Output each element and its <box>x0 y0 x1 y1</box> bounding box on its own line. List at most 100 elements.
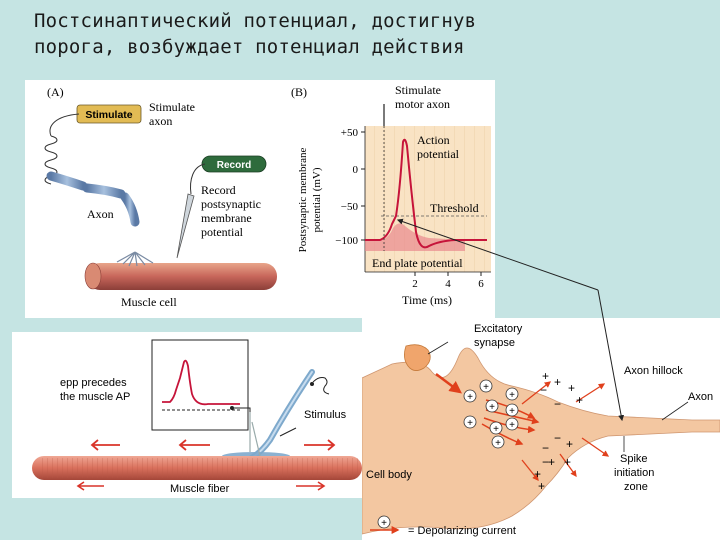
figure-muscle-fiber-panel: epp precedes the muscle AP Stimulus Musc… <box>12 332 362 498</box>
record-wire <box>190 163 206 195</box>
recording-electrode: Record Record postsynaptic membrane pote… <box>176 155 267 259</box>
epp-label-1: epp precedes <box>60 377 127 389</box>
xtick-label-0: 2 <box>412 278 418 290</box>
current-arrow-9 <box>559 453 577 478</box>
muscle-cell-body <box>87 263 277 290</box>
plus-sign-9: + <box>538 479 545 493</box>
minus-sign-1: − <box>540 383 547 397</box>
plus-sign-5: + <box>566 437 573 451</box>
minus-sign-4: − <box>542 441 549 455</box>
svg-text:+: + <box>489 402 495 413</box>
svg-text:+: + <box>495 438 501 449</box>
axon-segment-3 <box>120 192 140 227</box>
neuron-body <box>362 347 720 535</box>
record-link-dot <box>230 406 234 410</box>
record-link <box>232 407 251 412</box>
current-arrow-1 <box>435 373 462 394</box>
recording-plot: +50 0 −50 −100 2 4 6 Time (ms) Postsynap… <box>297 126 491 307</box>
charge-circle-7: + <box>489 421 503 435</box>
charge-circle-6: + <box>463 415 477 429</box>
y-axis-label-1: Postsynaptic membrane <box>297 147 309 252</box>
threshold-label: Threshold <box>430 201 479 215</box>
cell-body-label: Cell body <box>366 469 412 481</box>
record-pipette <box>176 193 195 259</box>
epp-inset-box <box>151 339 249 431</box>
record-box <box>201 155 267 173</box>
plus-sign-7: + <box>564 455 571 469</box>
axon-right-label: Axon <box>688 391 713 403</box>
stimulating-electrode: Stimulate Stimulate axon <box>44 100 195 185</box>
minus-sign-2: − <box>554 397 561 411</box>
svg-text:+: + <box>467 392 473 403</box>
synapse-pointer <box>427 341 449 355</box>
svg-text:+: + <box>467 418 473 429</box>
svg-text:+: + <box>493 424 499 435</box>
excitatory-label-1: Excitatory <box>474 323 523 335</box>
xtick-label-2: 6 <box>478 278 484 290</box>
muscle-cell: Muscle cell <box>84 251 277 309</box>
stimulus-direction-arrow <box>279 427 297 437</box>
axon-hillock-label: Axon hillock <box>624 365 683 377</box>
svg-text:+: + <box>509 406 515 417</box>
ap-arrow-left-1 <box>90 439 120 451</box>
stimulus-electrode-wire <box>312 377 330 395</box>
excitatory-label-2: synapse <box>474 337 515 349</box>
stimulate-axon-label-2: axon <box>149 114 172 128</box>
action-potential-label-2: potential <box>417 147 460 161</box>
axon-pointer <box>661 401 689 421</box>
slide-title: Постсинаптический потенциал, достигнув п… <box>34 8 694 60</box>
panel-b-label: (B) <box>291 85 307 99</box>
svg-text:+: + <box>509 390 515 401</box>
minus-sign-3: − <box>554 431 561 445</box>
plus-sign-4: + <box>576 393 583 407</box>
charge-circle-9: + <box>491 435 505 449</box>
stimulate-motor-label-2: motor axon <box>395 97 450 111</box>
neuron-cell <box>362 341 720 535</box>
current-arrow-10 <box>521 459 539 482</box>
svg-text:+: + <box>509 420 515 431</box>
ap-arrow-left-3 <box>76 481 104 491</box>
legend-plus: + <box>381 518 387 529</box>
axon-segment-2 <box>82 183 126 199</box>
current-arrow-8 <box>581 437 610 457</box>
title-line-2: порога, возбуждает потенциал действия <box>34 36 465 58</box>
ytick-label-3: −100 <box>335 235 358 247</box>
charge-circle-8: + <box>505 417 519 431</box>
excitatory-bouton <box>404 344 431 371</box>
record-label-4: potential <box>201 225 244 239</box>
charge-circle-2: + <box>463 389 477 403</box>
ap-arrow-left-2 <box>178 439 210 451</box>
plus-sign-3: + <box>568 381 575 395</box>
stimulate-box-label: Stimulate <box>85 109 132 121</box>
plus-sign-6: + <box>548 455 555 469</box>
legend-label: = Depolarizing current <box>408 525 516 537</box>
muscle-cell-label: Muscle cell <box>121 295 177 309</box>
muscle-fiber-striations <box>38 458 362 478</box>
muscle-fiber-label: Muscle fiber <box>170 483 230 495</box>
plus-symbols: + + + + + + + + + + + + + + + + + + − − … <box>463 369 583 493</box>
epp-inset-trace <box>162 359 240 406</box>
plus-sign-2: + <box>554 375 561 389</box>
plus-sign-1: + <box>542 369 549 383</box>
stimulate-axon-label-1: Stimulate <box>149 100 195 114</box>
spike-label-1: Spike <box>620 453 648 465</box>
svg-text:+: + <box>483 382 489 393</box>
minus-sign-5: − <box>542 455 549 469</box>
recording-probe <box>249 412 261 457</box>
stimulate-motor-label-1: Stimulate <box>395 83 441 97</box>
legend-plus-circle <box>377 515 391 529</box>
panel-a-label: (A) <box>47 85 64 99</box>
figure-recording-panel: (A) Stimulate Stimulate axon Axon Record… <box>25 80 495 318</box>
spike-label-2: initiation <box>614 467 654 479</box>
current-arrow-6 <box>521 381 552 405</box>
charge-circle-4: + <box>505 403 519 417</box>
legend: + = Depolarizing current <box>370 515 516 537</box>
x-axis-label: Time (ms) <box>402 293 452 307</box>
stimulate-wire <box>49 113 80 137</box>
record-label-1: Record <box>201 183 236 197</box>
stimulus-nerve: Stimulus <box>222 369 347 463</box>
record-label-3: membrane <box>201 211 252 225</box>
ytick-label-0: +50 <box>341 127 359 139</box>
ap-arrow-right <box>304 439 336 451</box>
axon-drawing: Axon <box>46 171 140 257</box>
